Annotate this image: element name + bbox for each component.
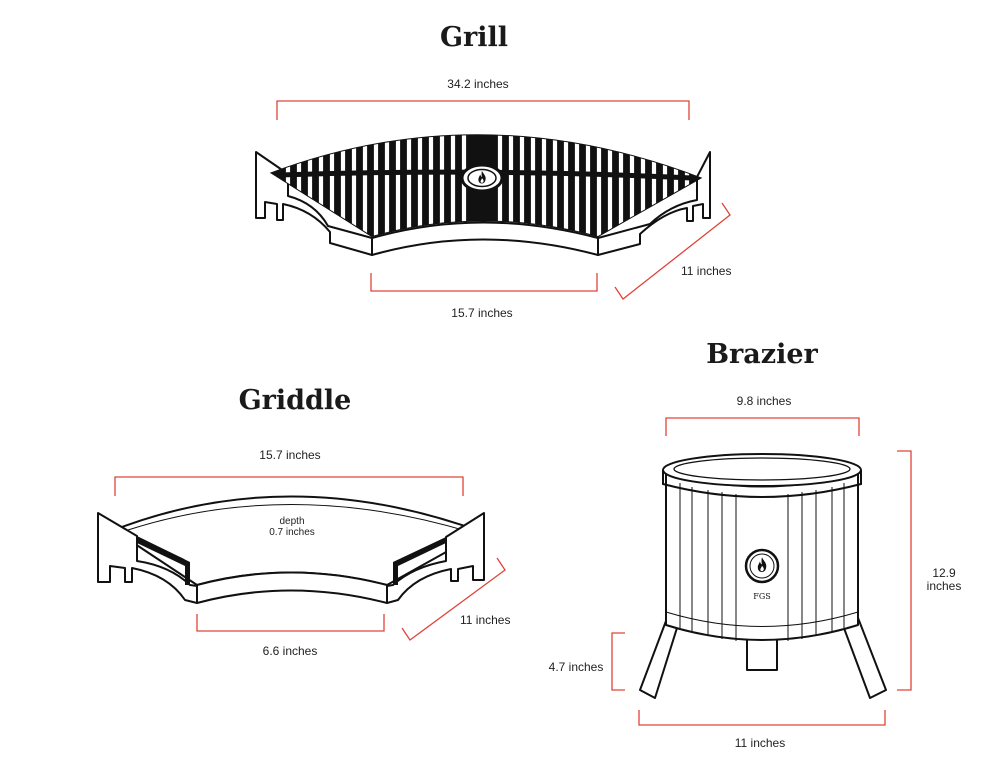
brazier-top-label: 9.8 inches (737, 394, 792, 408)
grill-width-label: 34.2 inches (447, 77, 508, 91)
brazier-base-dimension-line (638, 710, 886, 726)
griddle-depth-dimension-line (401, 557, 506, 641)
brazier-leg-label: 4.7 inches (549, 660, 604, 674)
grill-section: Grill 34.2 inches (255, 22, 731, 320)
griddle-pan-depth-title: depth (279, 516, 304, 527)
griddle-title: Griddle (239, 385, 352, 416)
brazier-leg-dimension-line (611, 632, 625, 691)
griddle-pan-depth-value: 0.7 inches (269, 527, 315, 538)
griddle-inner-dimension-line (196, 614, 385, 632)
grill-inner-dimension-line (370, 273, 598, 292)
griddle-section: Griddle 15.7 inches depth 0.7 inches 6.6… (97, 385, 510, 658)
grill-depth-label: 11 inches (681, 264, 731, 278)
brazier-top-dimension-line (665, 417, 860, 436)
brazier-height-value: 12.9 (932, 566, 956, 580)
grill-width-dimension-line (276, 100, 690, 120)
brazier-base-label: 11 inches (735, 736, 785, 750)
griddle-width-dimension-line (114, 476, 464, 496)
grill-inner-label: 15.7 inches (451, 306, 512, 320)
grill-drawing (255, 134, 711, 256)
grill-depth-dimension-line (614, 202, 731, 300)
brazier-height-unit: inches (927, 579, 962, 593)
grill-title: Grill (440, 22, 508, 53)
brazier-section: Brazier 9.8 inches (549, 339, 962, 750)
brazier-drawing (639, 453, 887, 699)
griddle-depth-label: 11 inches (460, 613, 510, 627)
brazier-staves (679, 483, 845, 641)
griddle-width-label: 15.7 inches (259, 448, 320, 462)
brazier-title: Brazier (706, 339, 818, 370)
griddle-inner-label: 6.6 inches (263, 644, 318, 658)
brazier-logo-text: FGS (753, 592, 770, 601)
griddle-drawing (97, 495, 485, 604)
brazier-height-dimension-line (897, 450, 912, 691)
